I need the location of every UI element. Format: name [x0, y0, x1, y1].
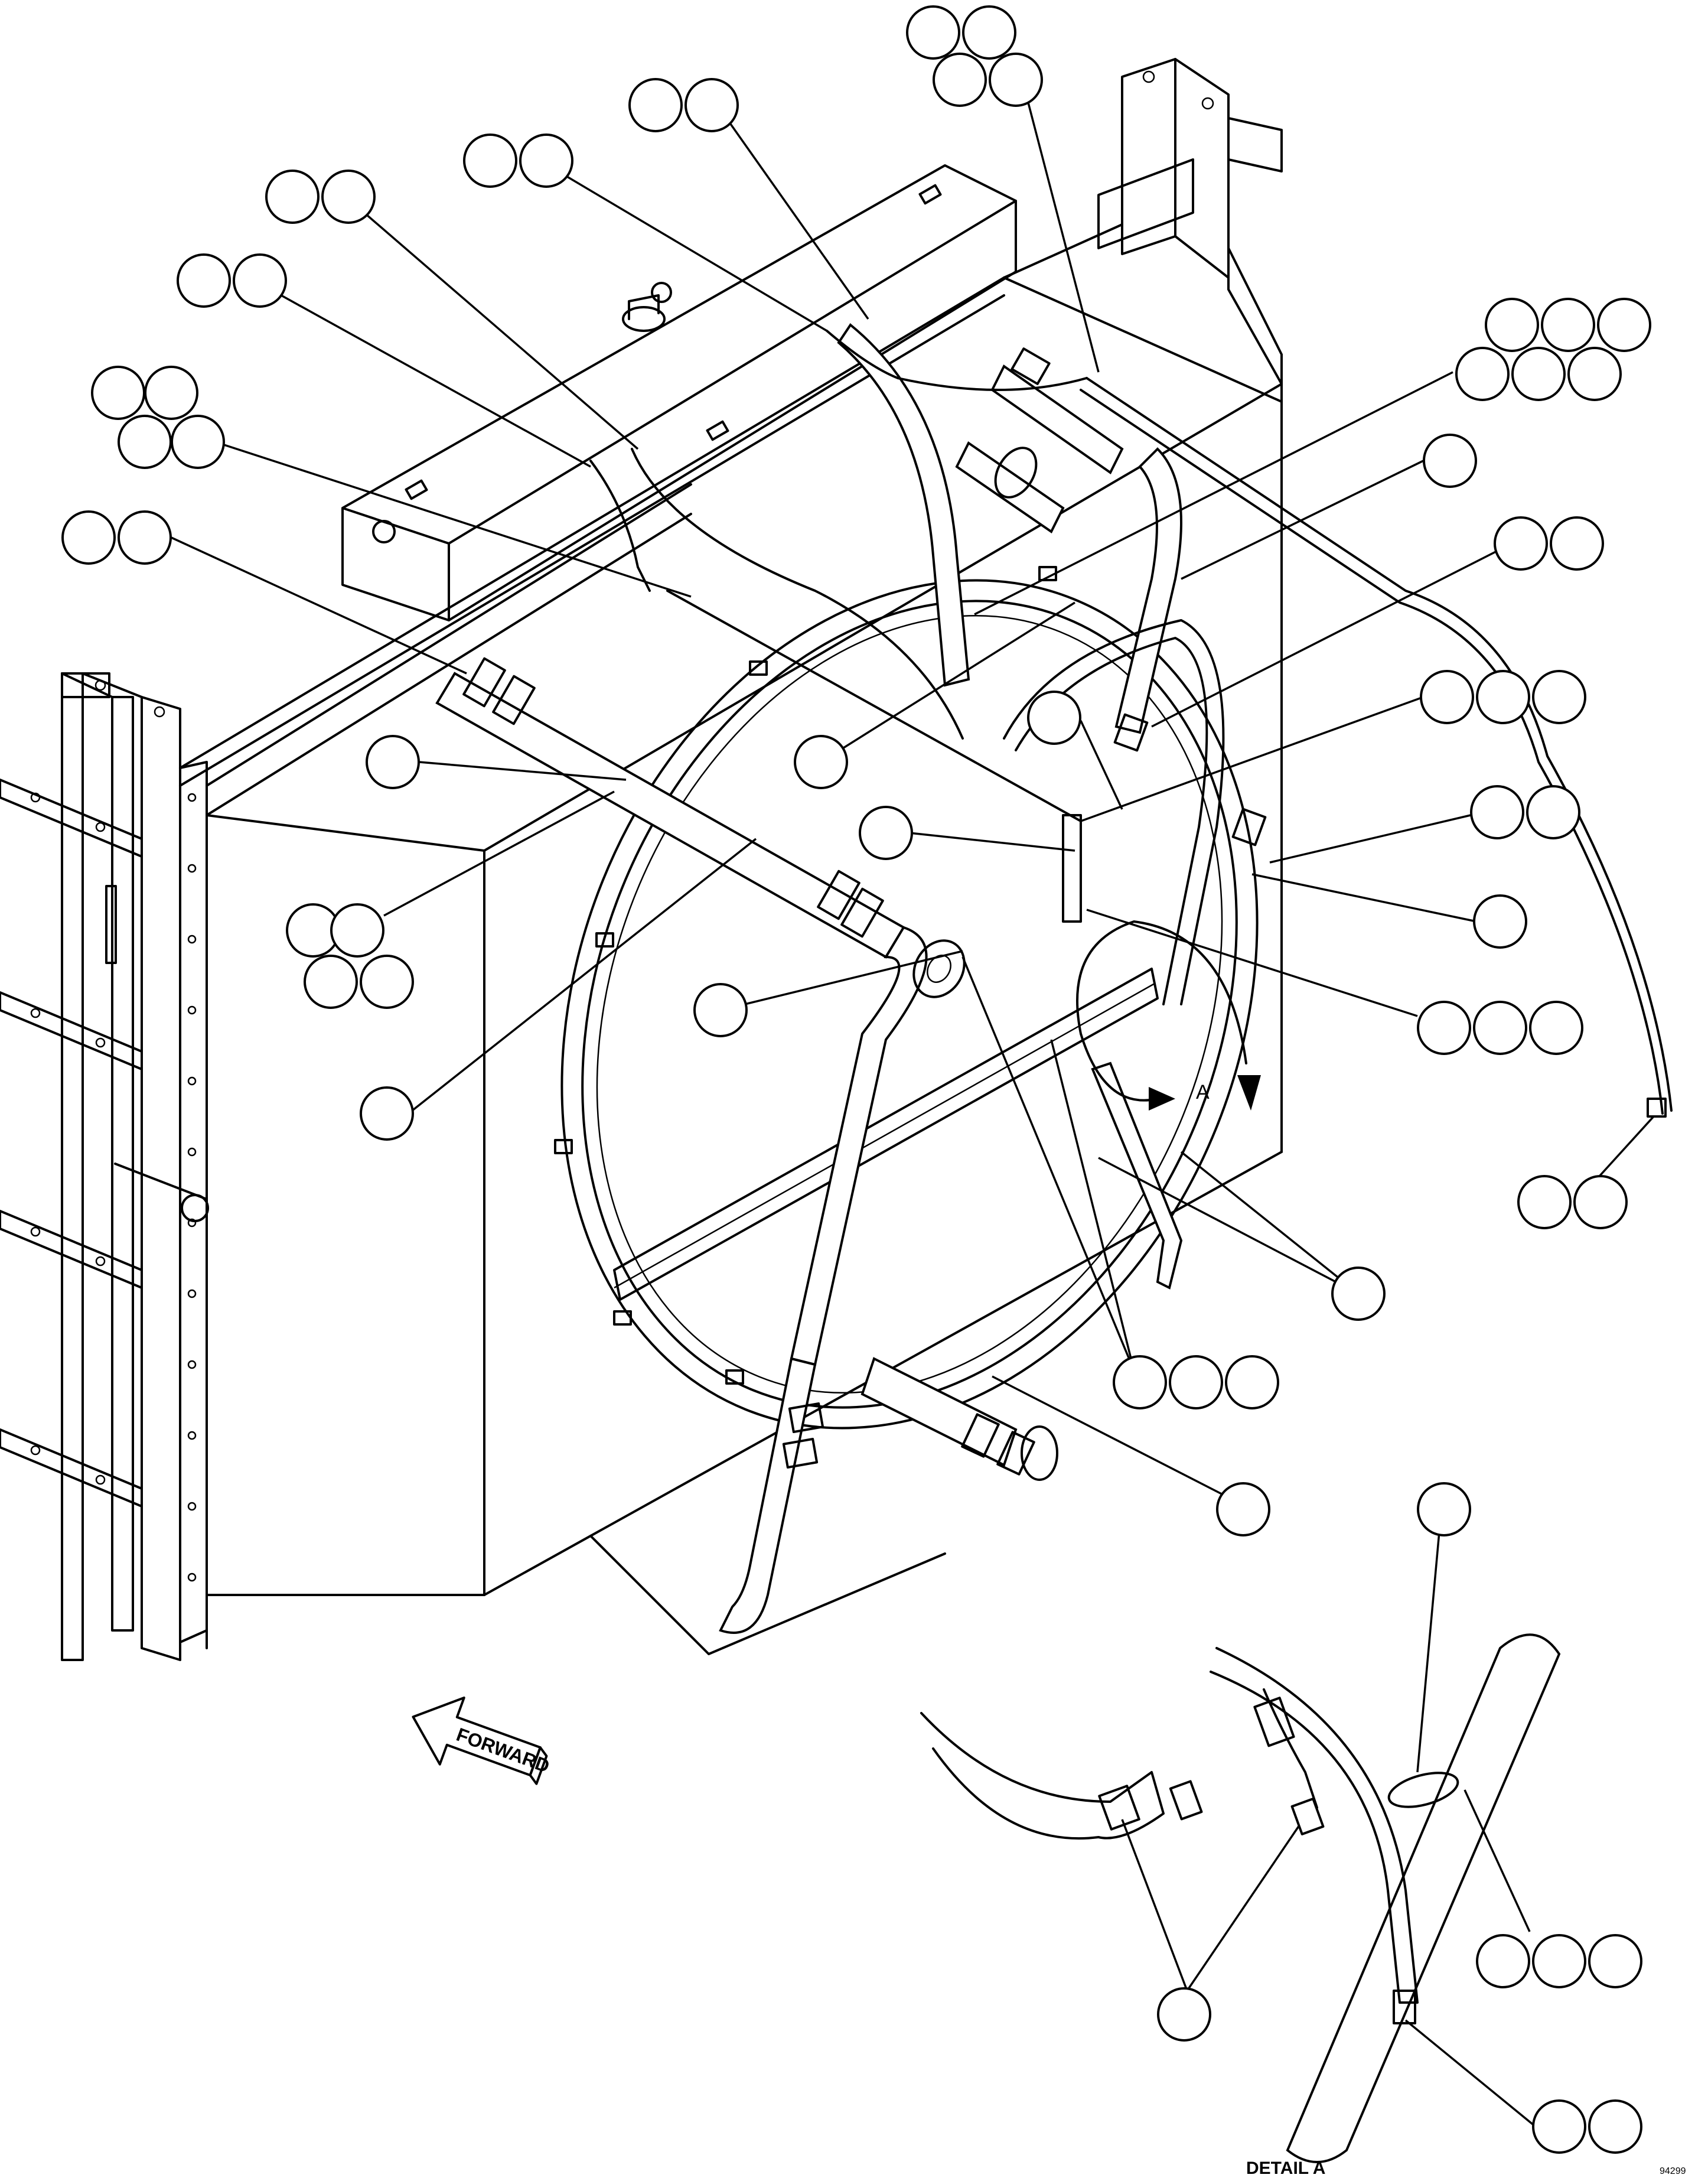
callout-bubble-icon: [1417, 1001, 1471, 1055]
callout-bubble-icon: [1532, 1934, 1586, 1988]
callout-bubble-icon: [1494, 516, 1548, 571]
callout-bubble-icon: [794, 735, 848, 789]
callout-bubble-icon: [933, 53, 987, 107]
callout-bubble-icon: [1157, 1987, 1211, 2042]
callout-bubble-icon: [519, 134, 573, 188]
drawing-number: 94299: [1660, 2166, 1686, 2176]
callout-bubble-icon: [1420, 670, 1474, 724]
ladder-frame: [0, 672, 209, 1661]
callout-bubble-icon: [1113, 1355, 1167, 1409]
callout-bubble-icon: [1473, 1001, 1527, 1055]
forward-label: FORWARD: [454, 1724, 552, 1777]
callout-bubble-icon: [366, 735, 420, 789]
fan-ring: [554, 566, 1259, 1430]
callout-bubble-icon: [1511, 347, 1566, 401]
callout-bubble-icon: [1532, 2099, 1586, 2154]
callout-bubble-icon: [1573, 1175, 1628, 1229]
view-arrow-a: A: [1076, 920, 1261, 1111]
callout-bubble-icon: [1597, 298, 1651, 352]
callout-bubble-icon: [1417, 1482, 1471, 1536]
callout-bubble-icon: [684, 78, 739, 132]
callout-bubble-icon: [330, 903, 384, 958]
callout-bubble-icon: [1216, 1482, 1270, 1536]
callout-bubble-icon: [628, 78, 683, 132]
callout-bubbles: [61, 5, 1651, 2154]
callout-bubble-icon: [233, 253, 287, 308]
callout-bubble-icon: [1423, 434, 1477, 488]
forward-arrow: FORWARD: [412, 1696, 552, 1785]
callout-bubble-icon: [1588, 1934, 1642, 1988]
callout-bubble-icon: [1225, 1355, 1279, 1409]
callout-bubble-icon: [118, 510, 172, 565]
callout-bubble-icon: [463, 134, 517, 188]
callout-bubble-icon: [962, 5, 1016, 60]
callout-bubble-icon: [1517, 1175, 1572, 1229]
callout-bubble-icon: [144, 366, 198, 420]
callout-bubble-icon: [304, 955, 358, 1009]
callout-bubble-icon: [1476, 1934, 1530, 1988]
detail-a-view: DETAIL A 94299: [920, 1633, 1686, 2178]
callout-bubble-icon: [1526, 785, 1580, 839]
view-letter: A: [1196, 1081, 1210, 1103]
callout-bubble-icon: [177, 253, 231, 308]
arrowhead-icon: [1237, 1075, 1261, 1111]
arrowhead-icon: [1149, 1087, 1175, 1111]
hoses: [435, 323, 1673, 1634]
callout-bubble-icon: [1169, 1355, 1223, 1409]
callout-bubble-icon: [1331, 1267, 1386, 1321]
callout-bubble-icon: [1476, 670, 1530, 724]
callout-bubble-icon: [1529, 1001, 1583, 1055]
callout-bubble-icon: [989, 53, 1043, 107]
callout-bubble-icon: [1588, 2099, 1642, 2154]
callout-bubble-icon: [1027, 691, 1081, 745]
callout-bubble-icon: [61, 510, 116, 565]
callout-bubble-icon: [1473, 894, 1527, 949]
callout-bubble-icon: [693, 983, 748, 1037]
callout-bubble-icon: [859, 806, 913, 860]
callout-bubble-icon: [1485, 298, 1539, 352]
callout-bubble-icon: [171, 415, 225, 469]
callout-bubble-icon: [360, 955, 414, 1009]
leader-lines: [171, 100, 1655, 2128]
callout-bubble-icon: [321, 170, 376, 224]
callout-bubble-icon: [906, 5, 960, 60]
callout-bubble-icon: [1550, 516, 1604, 571]
callout-bubble-icon: [360, 1086, 414, 1141]
callout-bubble-icon: [1541, 298, 1595, 352]
callout-bubble-icon: [1470, 785, 1524, 839]
callout-bubble-icon: [1455, 347, 1510, 401]
callout-bubble-icon: [1532, 670, 1586, 724]
callout-bubble-icon: [91, 366, 145, 420]
callout-bubble-icon: [265, 170, 320, 224]
callout-bubble-icon: [1567, 347, 1622, 401]
detail-label: DETAIL A: [1246, 2159, 1325, 2178]
callout-bubble-icon: [118, 415, 172, 469]
